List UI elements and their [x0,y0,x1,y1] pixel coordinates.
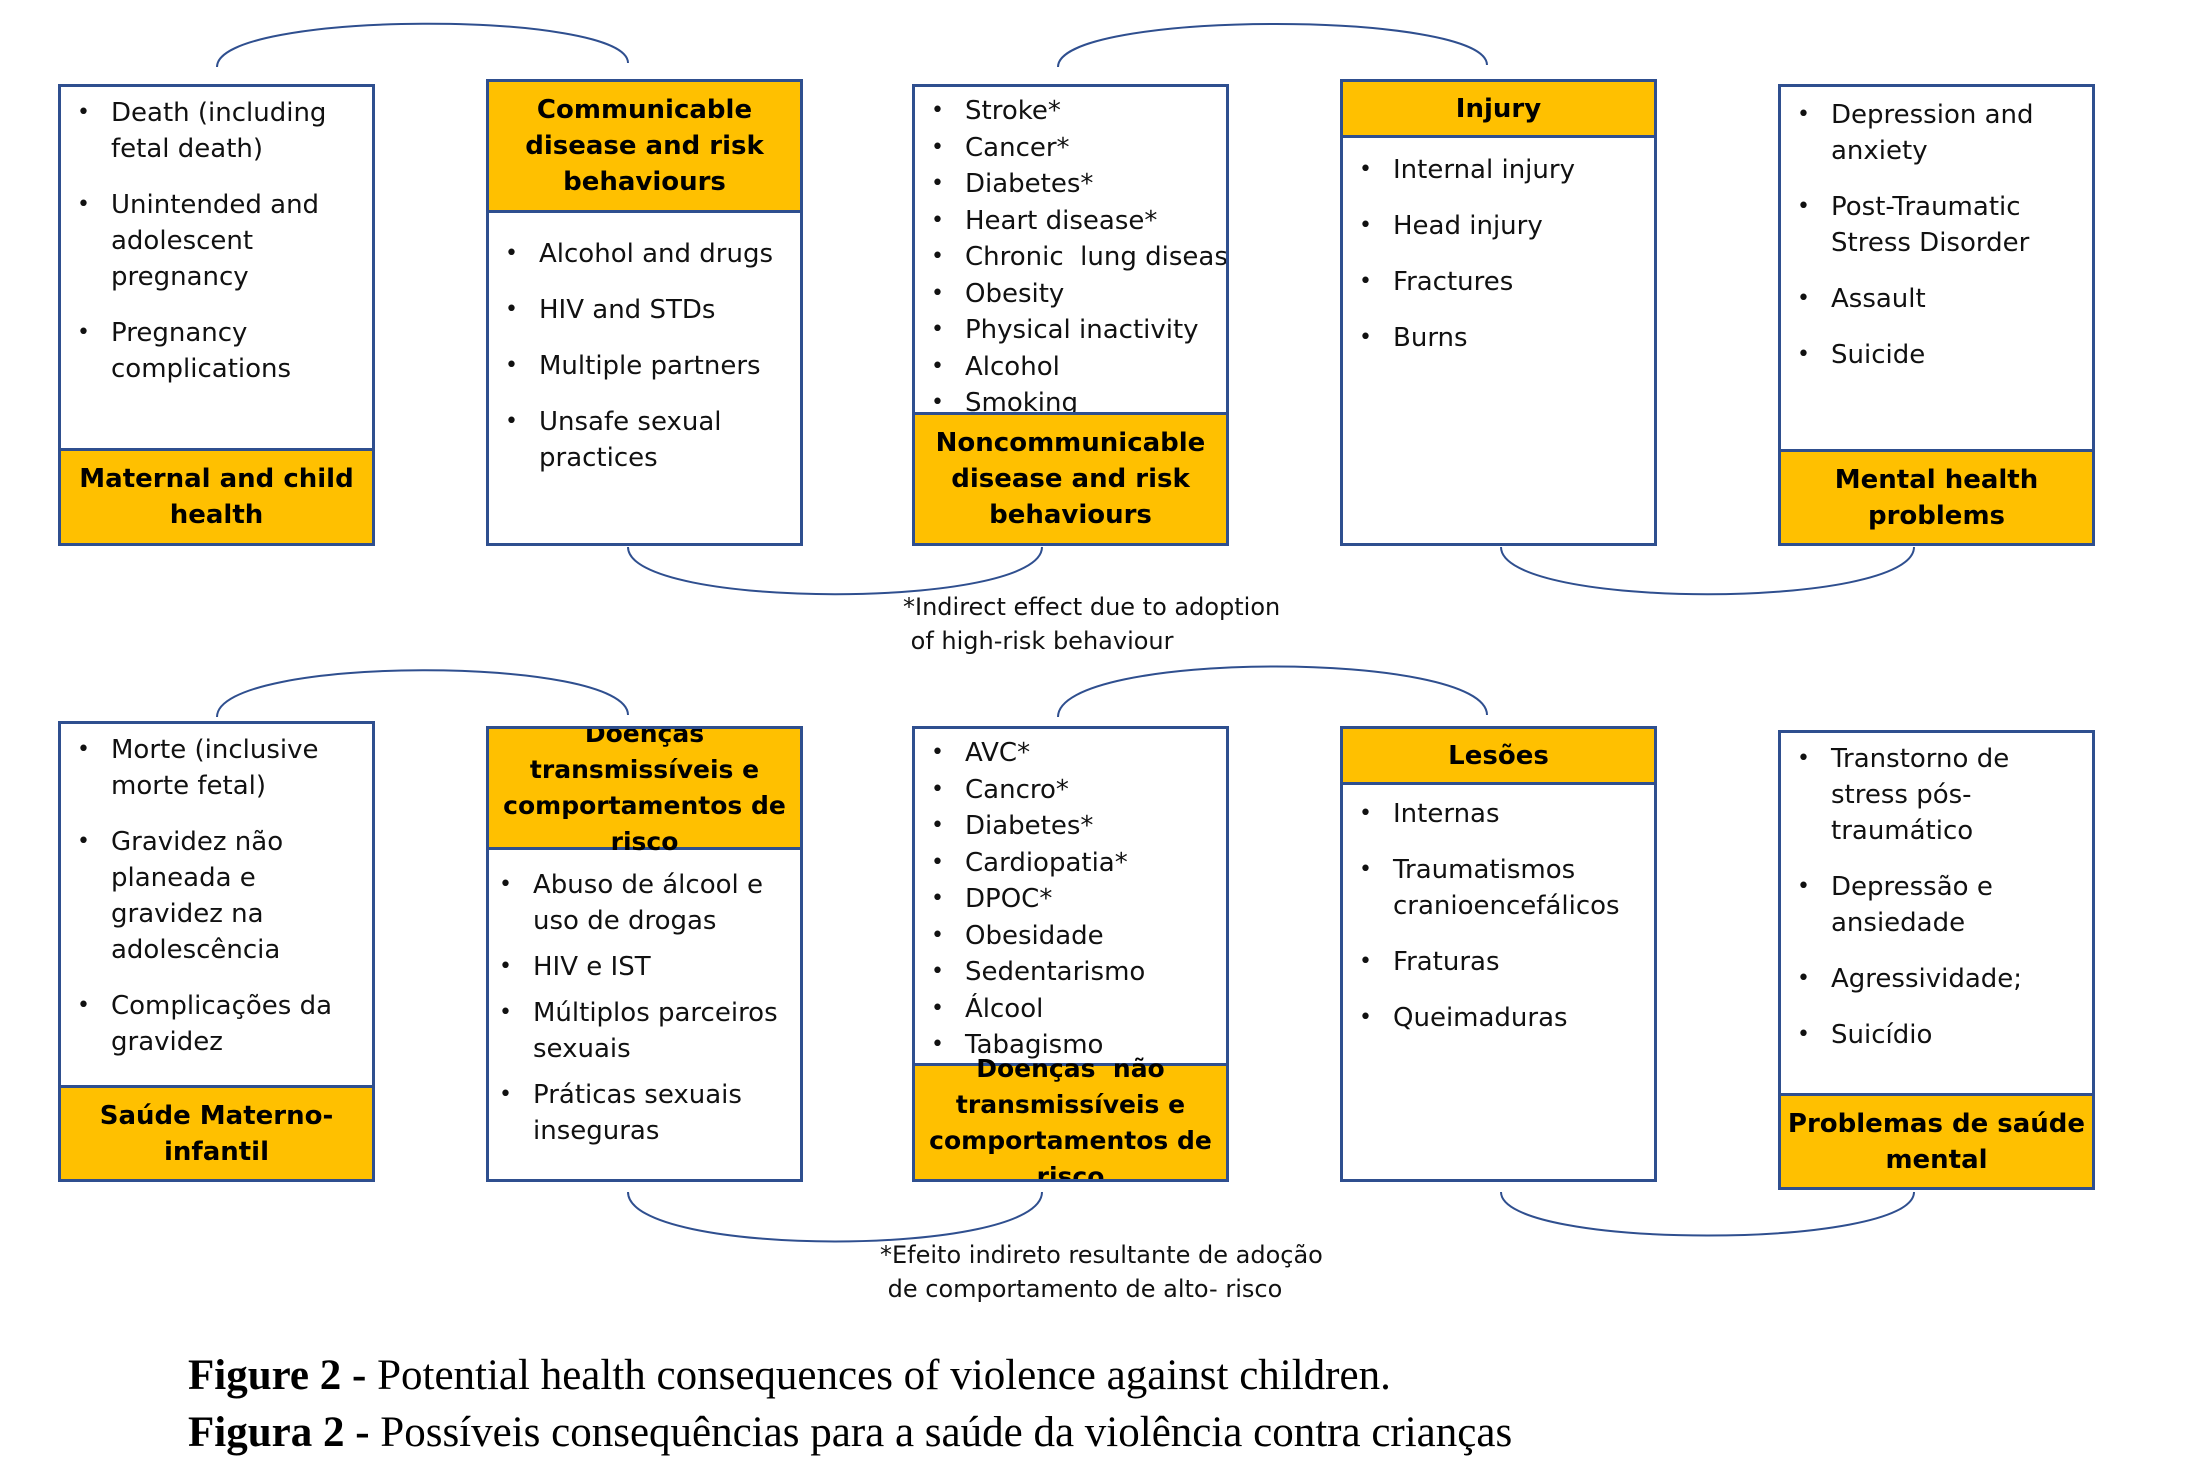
en-maternal-panel: Death (including fetal death) Unintended… [58,84,375,546]
pt-mental-header: Problemas de saúde mental [1781,1093,2092,1187]
arc-top-3 [216,669,629,718]
list-item: Fraturas [1359,944,1644,980]
arc-top-1 [216,22,629,68]
list-item: Transtorno de stress pós-traumático [1797,741,2082,849]
pt-mental-items: Transtorno de stress pós-traumático Depr… [1781,741,2092,1053]
list-item: Burns [1359,320,1644,356]
en-injury-header: Injury [1343,82,1654,138]
list-item: Physical inactivity [931,312,1216,349]
pt-injury-items: Internas Traumatismos cranioencefálicos … [1343,796,1654,1036]
pt-noncommunicable-header: Doenças não transmissíveis e comportamen… [915,1054,1226,1179]
arc-top-2 [1057,23,1488,68]
en-maternal-header: Maternal and child health [61,448,372,543]
en-injury-panel: Injury Internal injury Head injury Fract… [1340,79,1657,546]
list-item: Agressividade; [1797,961,2082,997]
pt-noncommunicable-panel: AVC* Cancro* Diabetes* Cardiopatia* DPOC… [912,726,1229,1182]
list-item: Head injury [1359,208,1644,244]
pt-injury-header: Lesões [1343,729,1654,785]
caption-portuguese-text: Possíveis consequências para a saúde da … [369,1409,1513,1456]
pt-noncommunicable-items: AVC* Cancro* Diabetes* Cardiopatia* DPOC… [915,735,1226,1064]
caption-english-text: Potential health consequences of violenc… [366,1352,1391,1399]
list-item: Unsafe sexual practices [505,404,790,476]
list-item: Álcool [931,991,1216,1028]
list-item: Suicide [1797,337,2082,373]
en-mental-header: Mental health problems [1781,449,2092,543]
en-footnote: *Indirect effect due to adoption of high… [903,593,1281,655]
pt-maternal-panel: Morte (inclusive morte fetal) Gravidez n… [58,721,375,1182]
list-item: Internal injury [1359,152,1644,188]
pt-mental-panel: Transtorno de stress pós-traumático Depr… [1778,730,2095,1190]
list-item: HIV e IST [499,949,790,985]
list-item: Queimaduras [1359,1000,1644,1036]
list-item: Morte (inclusive morte fetal) [77,732,362,804]
arc-top-4 [1057,665,1488,718]
caption-english-label: Figure 2 - [188,1352,367,1399]
list-item: Diabetes* [931,166,1216,203]
list-item: Chronic lung disease* [931,239,1226,276]
en-mental-items: Depression and anxiety Post-Traumatic St… [1781,97,2092,373]
list-item: Internas [1359,796,1644,832]
pt-communicable-header: Doenças transmissíveis e comportamentos … [489,729,800,856]
list-item: Alcohol [931,349,1216,386]
list-item: Fractures [1359,264,1644,300]
list-item: HIV and STDs [505,292,790,328]
list-item: Suicídio [1797,1017,2082,1053]
list-item: Múltiplos parceiros sexuais [499,995,790,1067]
list-item: Cardiopatia* [931,845,1216,882]
list-item: Post-Traumatic Stress Disorder [1797,189,2082,261]
en-injury-items: Internal injury Head injury Fractures Bu… [1343,152,1654,356]
caption-portuguese: Figura 2 - Possíveis consequências para … [188,1405,1512,1461]
list-item: Stroke* [931,93,1216,130]
en-noncommunicable-panel: Stroke* Cancer* Diabetes* Heart disease*… [912,84,1229,546]
list-item: Heart disease* [931,203,1216,240]
list-item: Death (including fetal death) [77,95,362,167]
en-communicable-header: Communicable disease and risk behaviours [489,82,800,213]
list-item: Unintended and adolescent pregnancy [77,187,362,295]
list-item: Gravidez não planeada e gravidez na adol… [77,824,362,968]
arc-bottom-1 [627,546,1043,596]
list-item: Cancer* [931,130,1216,167]
list-item: Tabagismo [931,1027,1216,1064]
list-item: Abuso de álcool e uso de drogas [499,867,790,939]
pt-communicable-panel: Doenças transmissíveis e comportamentos … [486,726,803,1182]
list-item: Alcohol and drugs [505,236,790,272]
list-item: Depression and anxiety [1797,97,2082,169]
caption-english: Figure 2 - Potential health consequences… [188,1348,1391,1404]
pt-footnote: *Efeito indireto resultante de adoção de… [880,1241,1323,1303]
list-item: Cancro* [931,772,1216,809]
list-item: Complicações da gravidez [77,988,362,1060]
list-item: Pregnancy complications [77,315,362,387]
en-noncommunicable-header: Noncommunicable disease and risk behavio… [915,412,1226,543]
list-item: Obesity [931,276,1216,313]
list-item: Depressão e ansiedade [1797,869,2082,941]
pt-maternal-items: Morte (inclusive morte fetal) Gravidez n… [61,732,372,1060]
pt-maternal-header: Saúde Materno-infantil [61,1085,372,1179]
pt-communicable-items: Abuso de álcool e uso de drogas HIV e IS… [489,867,800,1149]
pt-injury-panel: Lesões Internas Traumatismos cranioencef… [1340,726,1657,1182]
en-mental-panel: Depression and anxiety Post-Traumatic St… [1778,84,2095,546]
list-item: Assault [1797,281,2082,317]
arc-bottom-4 [1500,1191,1915,1237]
list-item: Sedentarismo [931,954,1216,991]
caption-portuguese-label: Figura 2 - [188,1409,370,1456]
list-item: DPOC* [931,881,1216,918]
arc-bottom-3 [627,1191,1043,1243]
en-maternal-items: Death (including fetal death) Unintended… [61,95,372,387]
list-item: Traumatismos cranioencefálicos [1359,852,1644,924]
en-noncommunicable-items: Stroke* Cancer* Diabetes* Heart disease*… [915,93,1226,422]
en-communicable-items: Alcohol and drugs HIV and STDs Multiple … [489,236,800,476]
list-item: Práticas sexuais inseguras [499,1077,790,1149]
en-communicable-panel: Communicable disease and risk behaviours… [486,79,803,546]
arc-bottom-2 [1500,546,1915,596]
list-item: Diabetes* [931,808,1216,845]
list-item: Multiple partners [505,348,790,384]
list-item: AVC* [931,735,1216,772]
list-item: Obesidade [931,918,1216,955]
